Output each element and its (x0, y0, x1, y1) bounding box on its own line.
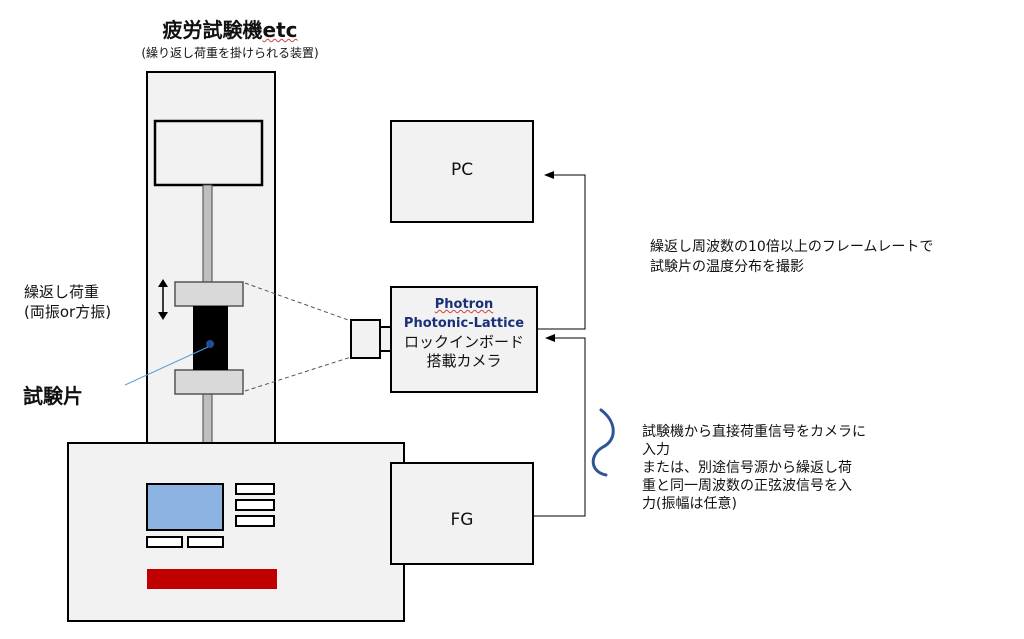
camera-view-line (244, 356, 352, 392)
fg-box (390, 462, 534, 565)
signal-note: 試験機から直接荷重信号をカメラに 入力 または、別途信号源から繰返し荷 重と同一… (642, 424, 866, 512)
camera-desc: 搭載カメラ (426, 352, 502, 370)
camera-desc: ロックインボード (403, 333, 524, 351)
control-button (235, 483, 275, 495)
pc-label: PC (450, 160, 474, 180)
red-indicator-bar (147, 569, 277, 589)
specimen-label: 試験片 (23, 384, 83, 408)
upper-grip (174, 281, 244, 307)
control-button (146, 536, 183, 548)
framerate-note: 繰返し周波数の10倍以上のフレームレートで 試験片の温度分布を撮影 (650, 239, 934, 275)
control-screen (146, 483, 224, 531)
specimen (193, 306, 228, 370)
pc-box (390, 120, 534, 223)
camera-lens (350, 319, 381, 359)
camera-model: Photonic-Lattice (403, 316, 525, 331)
camera-label: Photron Photonic-Lattice ロックインボード 搭載カメラ (391, 295, 537, 371)
camera-to-pc-connector (537, 171, 586, 330)
control-button (235, 515, 275, 527)
fg-label: FG (450, 510, 474, 530)
camera-box (390, 286, 538, 393)
load-label: 繰返し荷重 (両振or方振) (24, 283, 112, 321)
machine-base (67, 442, 405, 622)
lower-rod (202, 393, 213, 447)
control-button (235, 499, 275, 511)
camera-view-line (244, 282, 352, 322)
machine-title: 疲労試験機etc (162, 18, 298, 42)
upper-rod (202, 184, 213, 283)
specimen-pointer-line (124, 346, 209, 386)
fg-to-camera-connector (533, 334, 586, 517)
lower-grip (174, 369, 244, 395)
upper-crosshead (153, 119, 264, 187)
machine-subtitle: (繰り返し荷重を掛けられる装置) (141, 46, 319, 60)
control-button (187, 536, 224, 548)
camera-brand: Photron (434, 297, 494, 312)
camera-lens-mount (379, 326, 392, 352)
specimen-dot (206, 340, 214, 348)
sine-wave-icon (591, 408, 615, 477)
